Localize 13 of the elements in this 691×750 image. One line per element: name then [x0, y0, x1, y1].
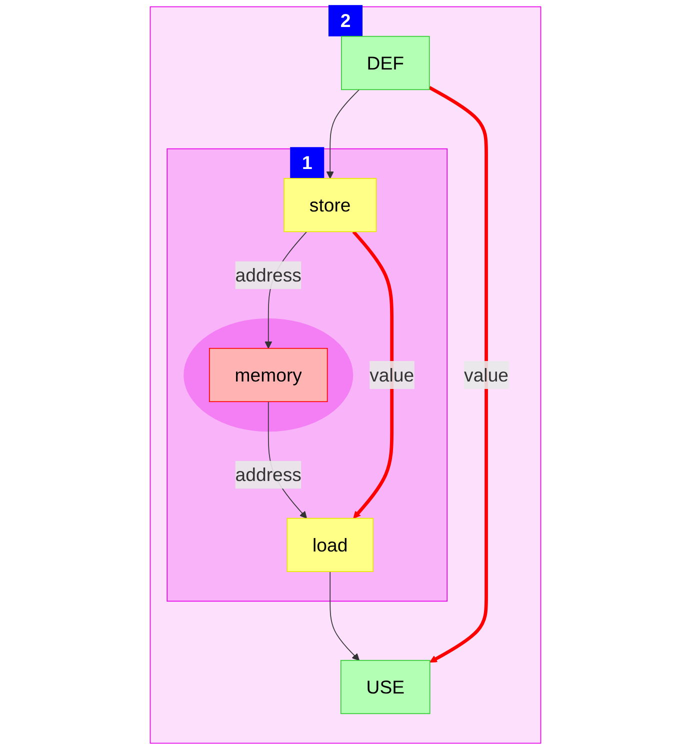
node-box: store [284, 178, 377, 232]
node-box: DEF [341, 36, 430, 90]
node-box: USE [340, 660, 430, 714]
edge-label: address [235, 264, 302, 286]
edge-label: address [235, 464, 302, 486]
arrow [428, 86, 488, 663]
node-box: memory [209, 348, 328, 402]
arrow [326, 89, 360, 179]
edge-label: value [370, 364, 414, 386]
arrow [330, 571, 360, 661]
arrow [352, 230, 394, 519]
node-box: load [286, 518, 374, 572]
edge-label: value [464, 364, 509, 386]
